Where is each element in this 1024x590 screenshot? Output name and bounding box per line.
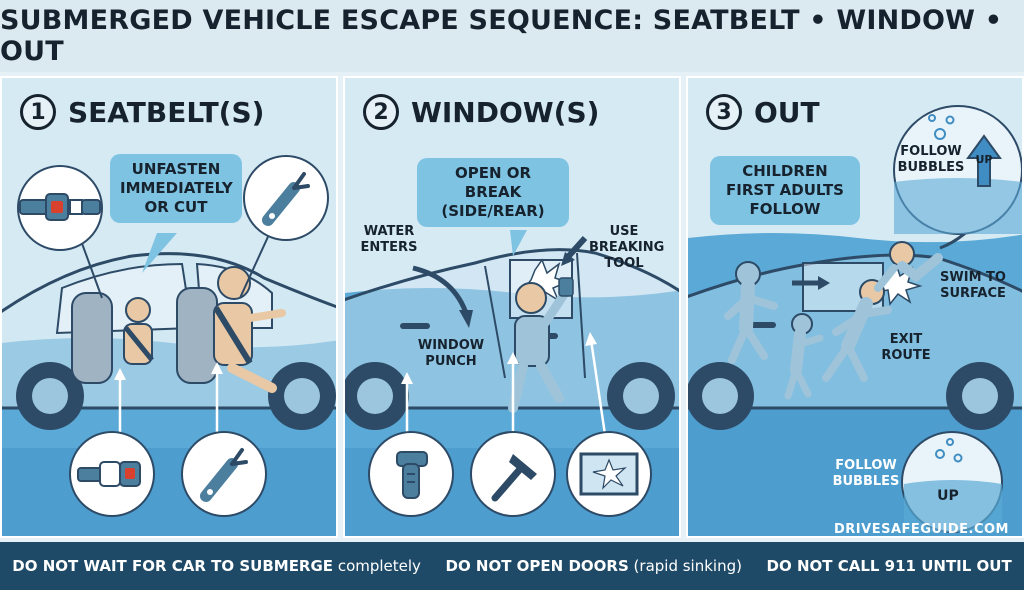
step-number: 2	[363, 94, 399, 130]
step-header: 2 WINDOW(S)	[363, 94, 599, 130]
label-water-enters: WATER ENTERS	[360, 224, 418, 255]
label-swim-to-surface: SWIM TO SURFACE	[940, 270, 1006, 301]
adult-figure-1	[724, 261, 778, 364]
label-follow-bubbles-bottom: FOLLOW BUBBLES	[832, 458, 900, 489]
warning-strong: DO NOT CALL 911 UNTIL OUT	[766, 557, 1012, 575]
page-title: SUBMERGED VEHICLE ESCAPE SEQUENCE: SEATB…	[0, 5, 1003, 67]
label-breaking-tool: USE BREAKING TOOL	[589, 224, 665, 271]
bubbles-icon	[893, 105, 1022, 235]
warning-item: DO NOT OPEN DOORS (rapid sinking)	[446, 557, 742, 575]
cutter-icon-bottom	[181, 431, 267, 517]
step-header: 3 OUT	[706, 94, 820, 130]
step-title: OUT	[754, 95, 820, 129]
window-scene	[345, 230, 679, 536]
panel-seatbelt: 1 SEATBELT(S) UNFASTEN IMMEDIATELY OR CU…	[0, 76, 338, 538]
hammer-icon	[470, 431, 556, 517]
warning-item: DO NOT WAIT FOR CAR TO SUBMERGE complete…	[12, 557, 421, 575]
broken-glass-icon	[566, 431, 652, 517]
step-number: 3	[706, 94, 742, 130]
warning-item: DO NOT CALL 911 UNTIL OUT	[767, 557, 1012, 575]
brand-watermark: DRIVESAFEGUIDE.COM	[834, 522, 1009, 537]
window-punch-icon	[368, 431, 454, 517]
child-figure	[123, 297, 154, 365]
bubbles-icon-bottom	[901, 431, 1003, 533]
panel-window: 2 WINDOW(S) OPEN OR BREAK (SIDE/REAR) WA…	[343, 76, 681, 538]
swimmer-figure	[874, 241, 943, 292]
label-window-punch: WINDOW PUNCH	[417, 338, 485, 369]
adult-figure-2	[822, 279, 892, 382]
label-up-bottom: UP	[937, 488, 959, 504]
warning-strong: DO NOT OPEN DOORS	[445, 557, 629, 575]
step-number: 1	[20, 94, 56, 130]
up-arrow-icon	[966, 134, 1002, 187]
label-exit-route: EXIT ROUTE	[881, 332, 931, 363]
person-figure	[508, 277, 574, 413]
cutter-icon	[243, 155, 329, 241]
warning-rest: (rapid sinking)	[633, 557, 742, 575]
warning-rest: completely	[337, 557, 421, 575]
label-follow-bubbles-top: FOLLOW BUBBLES	[897, 144, 965, 175]
callout-open-break: OPEN OR BREAK (SIDE/REAR)	[417, 158, 569, 227]
panel-out: 3 OUT CHILDREN FIRST ADULTS FOLLOW FOLLO…	[686, 76, 1024, 538]
step-title: WINDOW(S)	[411, 95, 600, 129]
seatbelt-scene	[2, 155, 336, 536]
warning-bar: DO NOT WAIT FOR CAR TO SUBMERGE complete…	[0, 542, 1024, 590]
callout-unfasten: UNFASTEN IMMEDIATELY OR CUT	[110, 154, 242, 223]
step-title: SEATBELT(S)	[68, 95, 265, 129]
warning-strong: DO NOT WAIT FOR CAR TO SUBMERGE	[12, 557, 334, 575]
out-scene	[688, 105, 1022, 536]
label-up-top: UP	[975, 153, 993, 166]
car-outline	[2, 252, 336, 430]
callout-children-first: CHILDREN FIRST ADULTS FOLLOW	[710, 156, 860, 225]
seatbelt-buckle-icon	[17, 165, 103, 251]
step-header: 1 SEATBELT(S)	[20, 94, 264, 130]
seatbelt-buckle-icon-bottom	[69, 431, 155, 517]
title-bar: SUBMERGED VEHICLE ESCAPE SEQUENCE: SEATB…	[0, 0, 1024, 72]
adult-figure	[213, 266, 286, 393]
child-figure	[784, 313, 824, 400]
